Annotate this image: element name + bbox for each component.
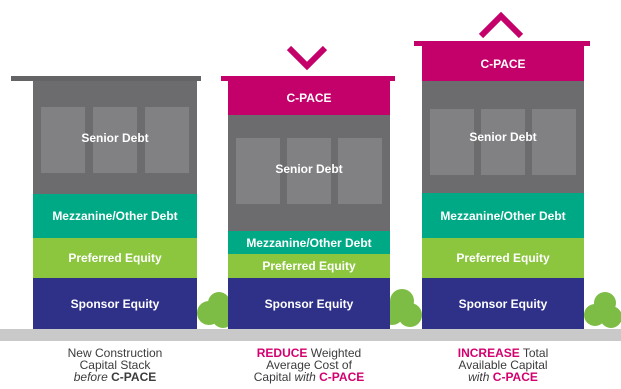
caption-before-cpace: New Construction Capital Stack before C-… <box>35 347 195 383</box>
senior-debt-label: Senior Debt <box>81 130 149 145</box>
caption-line: INCREASE Total <box>423 347 583 359</box>
senior-debt-label: Senior Debt <box>469 130 537 144</box>
window <box>93 107 137 173</box>
caption-text: Total <box>519 346 549 360</box>
senior-debt-block: Senior Debt <box>33 81 197 194</box>
caption-accent: REDUCE <box>256 346 308 360</box>
caption-line: Capital with C-PACE <box>229 371 389 383</box>
roof <box>221 76 395 81</box>
caption-reduce-wacc: REDUCE Weighted Average Cost of Capital … <box>229 347 389 383</box>
sponsor-equity-block: Sponsor Equity <box>33 278 197 329</box>
mezzanine-debt-block: Mezzanine/Other Debt <box>422 193 584 238</box>
window <box>236 138 280 204</box>
preferred-equity-block: Preferred Equity <box>422 238 584 278</box>
caption-line: New Construction <box>67 346 163 360</box>
preferred-equity-block: Preferred Equity <box>33 238 197 278</box>
caption-line: with C-PACE <box>423 371 583 383</box>
caption-text: Weighted <box>307 346 362 360</box>
caption-cpace: C-PACE <box>111 370 157 384</box>
mezzanine-debt-block: Mezzanine/Other Debt <box>33 194 197 238</box>
caption-accent: C-PACE <box>492 370 538 384</box>
senior-debt-block: Senior Debt <box>228 115 390 231</box>
window <box>532 109 576 175</box>
sponsor-equity-block: Sponsor Equity <box>422 278 584 329</box>
sponsor-equity-block: Sponsor Equity <box>228 278 390 329</box>
window <box>338 138 382 204</box>
chevron-down-icon <box>286 45 328 71</box>
window <box>481 109 525 175</box>
shrub-middle-icon <box>380 289 422 327</box>
caption-line: Available Capital <box>458 358 548 372</box>
shrub-right-icon <box>584 292 621 328</box>
caption-text: Capital <box>253 370 295 384</box>
caption-line: before C-PACE <box>35 371 195 383</box>
senior-debt-label: Senior Debt <box>275 162 343 176</box>
roof <box>11 76 201 81</box>
mezzanine-debt-block: Mezzanine/Other Debt <box>228 231 390 254</box>
caption-accent: C-PACE <box>319 370 365 384</box>
caption-emphasis: with <box>468 370 490 384</box>
shrub-left-icon <box>197 292 234 328</box>
window <box>430 109 474 175</box>
caption-accent: INCREASE <box>457 346 520 360</box>
window <box>145 107 189 173</box>
caption-line: REDUCE Weighted <box>229 347 389 359</box>
window <box>287 138 331 204</box>
caption-increase-capital: INCREASE Total Available Capital with C-… <box>423 347 583 383</box>
senior-debt-block: Senior Debt <box>422 81 584 193</box>
caption-emphasis: with <box>294 370 316 384</box>
chevron-up-icon <box>478 11 524 39</box>
caption-line: Average Cost of <box>266 358 352 372</box>
cpace-block: C-PACE <box>228 81 390 115</box>
window <box>41 107 85 173</box>
roof <box>414 41 590 46</box>
ground-strip <box>0 329 621 341</box>
cpace-block: C-PACE <box>422 46 584 81</box>
caption-line: Capital Stack <box>79 358 151 372</box>
caption-emphasis: before <box>73 370 108 384</box>
preferred-equity-block: Preferred Equity <box>228 254 390 278</box>
